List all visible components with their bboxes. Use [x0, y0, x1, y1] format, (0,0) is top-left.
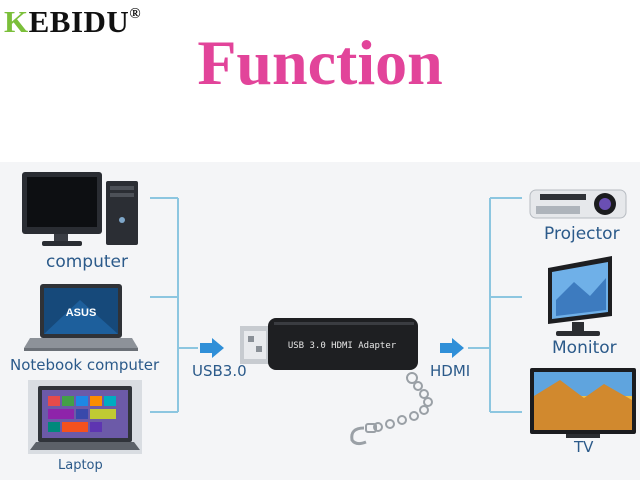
adapter-label: USB 3.0 HDMI Adapter: [288, 341, 397, 351]
monitor-label: Monitor: [552, 338, 617, 358]
hdmi-port-label: HDMI: [430, 362, 471, 380]
output-arrow-icon: [440, 338, 464, 358]
notebook-computer-icon: ASUS: [24, 284, 138, 351]
display-connector-lines: [468, 197, 522, 413]
keychain-icon: [350, 372, 433, 446]
projector-icon: [529, 189, 627, 219]
svg-text:ASUS: ASUS: [66, 307, 97, 319]
tv-icon: [530, 368, 636, 438]
desktop-computer-icon: [22, 172, 138, 246]
laptop-icon: [28, 380, 142, 454]
computer-label: computer: [46, 252, 128, 272]
notebook-computer-label: Notebook computer: [10, 356, 160, 374]
source-connector-lines: [150, 197, 198, 413]
tv-label: TV: [574, 438, 594, 456]
usb-port-label: USB3.0: [192, 362, 247, 380]
monitor-icon: [548, 256, 612, 336]
brand-logo: KEBIDU®: [4, 4, 142, 39]
input-arrow-icon: [200, 338, 224, 358]
usb-hdmi-adapter-icon: USB 3.0 HDMI Adapter: [240, 318, 418, 370]
page-title: Function: [197, 27, 443, 98]
laptop-label: Laptop: [58, 458, 103, 473]
projector-label: Projector: [544, 224, 620, 244]
